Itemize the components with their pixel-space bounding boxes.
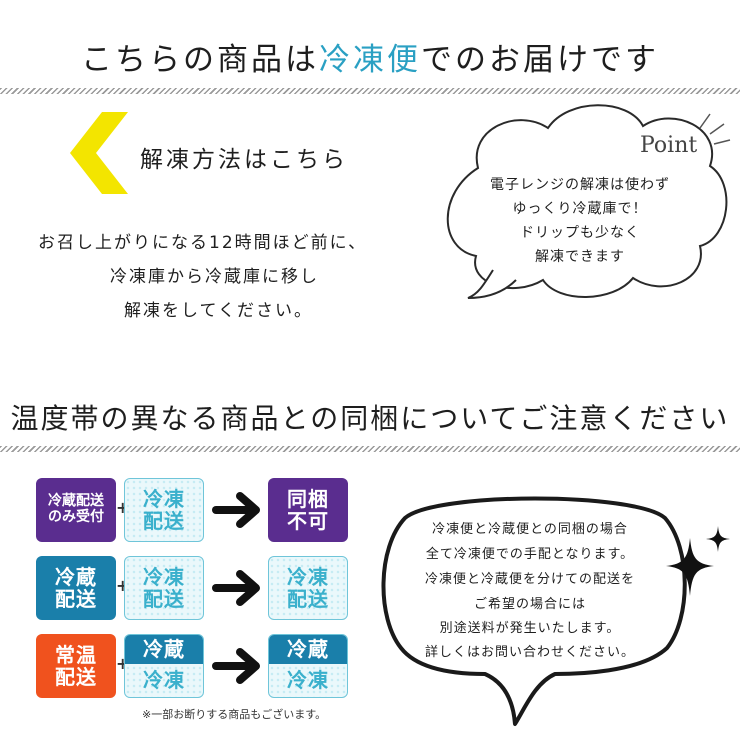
thaw-instruction-line: お召し上がりになる12時間ほど前に、 bbox=[38, 233, 368, 253]
header-title-accent: 冷凍便 bbox=[319, 42, 421, 78]
badge-text: 冷蔵 bbox=[269, 635, 347, 665]
badge-text: 冷蔵配送 bbox=[48, 493, 104, 510]
point-cloud bbox=[446, 104, 731, 299]
badge-text: 配送 bbox=[287, 587, 329, 611]
badge-text: 冷凍 bbox=[143, 668, 185, 693]
point-text-line: ゆっくり冷蔵庫で！ bbox=[512, 201, 648, 217]
header-title: こちらの商品は冷凍便でのお届けです bbox=[0, 34, 740, 79]
badge-text: 配送 bbox=[143, 587, 185, 611]
hatched-divider bbox=[0, 88, 740, 94]
right-arrow-icon bbox=[212, 492, 260, 528]
badge-refrigerated-only: 冷蔵配送 のみ受付 bbox=[36, 478, 116, 542]
sparkle-icon bbox=[666, 526, 730, 596]
badge-text: 配送 bbox=[143, 509, 185, 533]
thaw-instruction-line: 冷凍庫から冷蔵庫に移し bbox=[110, 267, 319, 287]
point-text-line: ドリップも少なく bbox=[520, 225, 640, 241]
right-arrow-icon bbox=[212, 570, 260, 606]
badge-room-temperature: 常温 配送 bbox=[36, 634, 116, 698]
badge-text: 冷蔵 bbox=[55, 564, 97, 589]
bubble-text-line: 全て冷凍便での手配となります。 bbox=[425, 547, 635, 562]
header-title-after: でのお届けです bbox=[421, 42, 659, 78]
footnote: ※一部お断りする商品もございます。 bbox=[142, 708, 327, 721]
thaw-heading: 解凍方法はこちら bbox=[140, 147, 348, 173]
badge-text: 同梱 bbox=[287, 486, 329, 511]
badge-frozen-delivery: 冷凍 配送 bbox=[124, 478, 204, 542]
notice-title: 温度帯の異なる商品との同梱についてご注意ください bbox=[10, 402, 730, 435]
thaw-instruction-line: 解凍をしてください。 bbox=[124, 301, 313, 321]
right-arrow-icon bbox=[212, 648, 260, 684]
badge-text: 配送 bbox=[55, 587, 97, 611]
bubble-text-line: 詳しくはお問い合わせください。 bbox=[424, 645, 635, 660]
point-text-line: 解凍できます bbox=[535, 249, 625, 265]
badge-refrigerated-frozen: 冷蔵 冷凍 bbox=[124, 634, 204, 698]
bubble-text-line: 冷凍便と冷蔵便を分けての配送を bbox=[424, 572, 635, 587]
speech-bubble bbox=[381, 496, 687, 726]
badge-text: 冷凍 bbox=[143, 564, 185, 589]
point-text-line: 電子レンジの解凍は使わず bbox=[490, 177, 670, 193]
badge-result-refrigerated-frozen: 冷蔵 冷凍 bbox=[268, 634, 348, 698]
bubble-text-line: 別途送料が発生いたします。 bbox=[439, 621, 621, 636]
hatched-divider bbox=[0, 446, 740, 452]
badge-text: 冷蔵 bbox=[125, 635, 203, 665]
badge-text: 配送 bbox=[55, 665, 97, 689]
point-label: Point bbox=[640, 133, 698, 158]
badge-result-frozen: 冷凍 配送 bbox=[268, 556, 348, 620]
bubble-text-line: ご希望の場合には bbox=[473, 597, 586, 612]
badge-frozen-delivery: 冷凍 配送 bbox=[124, 556, 204, 620]
badge-result-not-combinable: 同梱 不可 bbox=[268, 478, 348, 542]
badge-text: のみ受付 bbox=[48, 509, 104, 525]
badge-text: 冷凍 bbox=[287, 564, 329, 589]
badge-refrigerated-delivery: 冷蔵 配送 bbox=[36, 556, 116, 620]
header-title-before: こちらの商品は bbox=[81, 42, 319, 78]
badge-text: 冷凍 bbox=[287, 668, 329, 693]
yellow-chevron-icon bbox=[70, 112, 128, 194]
badge-text: 冷凍 bbox=[143, 486, 185, 511]
badge-text: 不可 bbox=[287, 509, 329, 533]
badge-text: 常温 bbox=[55, 642, 97, 667]
bubble-text-line: 冷凍便と冷蔵便との同梱の場合 bbox=[432, 522, 628, 537]
